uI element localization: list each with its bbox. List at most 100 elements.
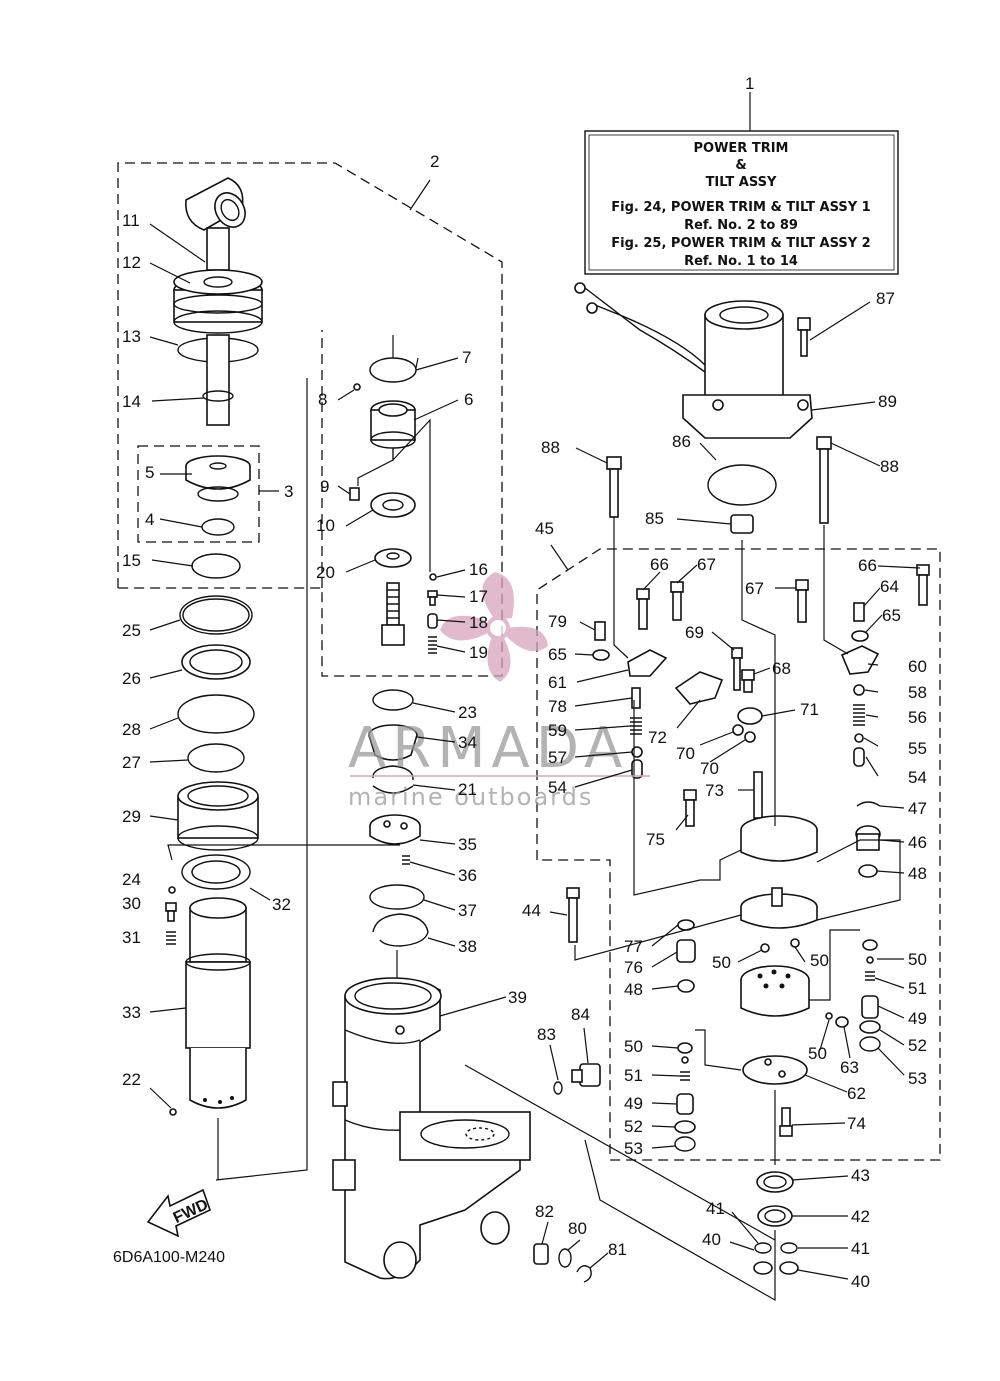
info-title-3: TILT ASSY bbox=[706, 175, 777, 190]
info-title-2: & bbox=[735, 158, 746, 173]
info-ref-1-range: Ref. No. 2 to 89 bbox=[684, 218, 798, 233]
callout-32: 32 bbox=[272, 895, 291, 914]
callout-9: 9 bbox=[320, 477, 329, 496]
callout-1: 1 bbox=[745, 74, 754, 93]
callout-50-a: 50 bbox=[712, 953, 731, 972]
callout-56: 56 bbox=[908, 708, 927, 727]
callout-33: 33 bbox=[122, 1003, 141, 1022]
callout-55: 55 bbox=[908, 739, 927, 758]
callout-73: 73 bbox=[705, 781, 724, 800]
info-ref-1: Fig. 24, POWER TRIM & TILT ASSY 1 bbox=[611, 200, 870, 215]
tilt-ram-parts bbox=[165, 177, 400, 1180]
callout-61: 61 bbox=[548, 673, 567, 692]
callout-11: 11 bbox=[122, 211, 140, 230]
info-box: POWER TRIM & TILT ASSY Fig. 24, POWER TR… bbox=[584, 92, 899, 275]
callout-27: 27 bbox=[122, 753, 141, 772]
propeller-logo-icon bbox=[440, 572, 548, 682]
info-title-1: POWER TRIM bbox=[694, 141, 789, 156]
callout-50-c: 50 bbox=[908, 950, 927, 969]
callout-53-right: 53 bbox=[908, 1069, 927, 1088]
callout-49-right: 49 bbox=[908, 1009, 927, 1028]
callout-26: 26 bbox=[122, 669, 141, 688]
callout-72: 72 bbox=[648, 728, 667, 747]
callout-8: 8 bbox=[318, 390, 327, 409]
callout-62: 62 bbox=[847, 1084, 866, 1103]
callout-25: 25 bbox=[122, 621, 141, 640]
callout-64: 64 bbox=[880, 577, 899, 596]
diagram-code: 6D6A100-M240 bbox=[113, 1249, 225, 1266]
callout-35: 35 bbox=[458, 835, 477, 854]
callout-54-left: 54 bbox=[548, 778, 567, 797]
callout-71: 71 bbox=[800, 700, 819, 719]
callout-23: 23 bbox=[458, 703, 477, 722]
callout-70-a: 70 bbox=[676, 744, 695, 763]
callout-30: 30 bbox=[122, 894, 141, 913]
callout-48-right: 48 bbox=[908, 864, 927, 883]
callout-79: 79 bbox=[548, 612, 567, 631]
callout-46: 46 bbox=[908, 833, 927, 852]
callout-65-right: 65 bbox=[882, 606, 901, 625]
callout-49-left: 49 bbox=[624, 1094, 643, 1113]
callout-42: 42 bbox=[851, 1207, 870, 1226]
callout-77: 77 bbox=[624, 937, 643, 956]
callout-labels: 1 2 3 4 5 6 7 8 9 10 11 12 13 14 15 16 1… bbox=[122, 74, 927, 1291]
callout-24: 24 bbox=[122, 870, 141, 889]
callout-80: 80 bbox=[568, 1219, 587, 1238]
callout-65-left: 65 bbox=[548, 645, 567, 664]
watermark: ARMADA marine outboards bbox=[348, 572, 650, 811]
callout-3: 3 bbox=[284, 482, 293, 501]
callout-75: 75 bbox=[646, 830, 665, 849]
callout-86: 86 bbox=[672, 432, 691, 451]
callout-66-left: 66 bbox=[650, 555, 669, 574]
callout-15: 15 bbox=[122, 551, 141, 570]
callout-82: 82 bbox=[535, 1202, 554, 1221]
callout-76: 76 bbox=[624, 958, 643, 977]
callout-22: 22 bbox=[122, 1070, 141, 1089]
callout-39: 39 bbox=[508, 988, 527, 1007]
callout-50-e: 50 bbox=[624, 1037, 643, 1056]
fwd-arrow: FWD bbox=[146, 1188, 211, 1238]
callout-83: 83 bbox=[537, 1025, 556, 1044]
callout-17: 17 bbox=[469, 587, 488, 606]
callout-85: 85 bbox=[645, 509, 664, 528]
callout-60: 60 bbox=[908, 657, 927, 676]
callout-10: 10 bbox=[316, 516, 335, 535]
housing-39 bbox=[332, 977, 531, 1280]
callout-70-b: 70 bbox=[700, 759, 719, 778]
callout-54-right: 54 bbox=[908, 768, 927, 787]
callout-43: 43 bbox=[851, 1166, 870, 1185]
watermark-tagline: marine outboards bbox=[348, 783, 593, 811]
trim-ram-parts bbox=[215, 335, 438, 1181]
callout-67-right: 67 bbox=[745, 579, 764, 598]
callout-7: 7 bbox=[462, 348, 471, 367]
callout-52-left: 52 bbox=[624, 1117, 643, 1136]
callout-5: 5 bbox=[145, 463, 154, 482]
callout-20: 20 bbox=[316, 563, 335, 582]
callout-67-left: 67 bbox=[697, 555, 716, 574]
callout-78: 78 bbox=[548, 697, 567, 716]
callout-51-left: 51 bbox=[624, 1066, 643, 1085]
callout-59: 59 bbox=[548, 721, 567, 740]
motor-and-valve-parts bbox=[464, 282, 930, 1302]
watermark-brand: ARMADA bbox=[348, 716, 628, 781]
callout-12: 12 bbox=[122, 253, 141, 272]
callout-16: 16 bbox=[469, 560, 488, 579]
callout-47: 47 bbox=[908, 799, 927, 818]
assembly-boundaries bbox=[117, 162, 941, 1161]
callout-81: 81 bbox=[608, 1240, 627, 1259]
callout-38: 38 bbox=[458, 937, 477, 956]
callout-29: 29 bbox=[122, 807, 141, 826]
callout-84: 84 bbox=[571, 1005, 590, 1024]
callout-40-right: 40 bbox=[851, 1272, 870, 1291]
callout-89: 89 bbox=[878, 392, 897, 411]
callout-88-right: 88 bbox=[880, 457, 899, 476]
leader-lines bbox=[149, 179, 921, 1280]
callout-18: 18 bbox=[469, 613, 488, 632]
callout-34: 34 bbox=[458, 733, 477, 752]
info-ref-2: Fig. 25, POWER TRIM & TILT ASSY 2 bbox=[611, 236, 870, 251]
callout-2: 2 bbox=[430, 152, 439, 171]
callout-4: 4 bbox=[145, 510, 154, 529]
callout-63: 63 bbox=[840, 1058, 859, 1077]
callout-40-left: 40 bbox=[702, 1230, 721, 1249]
callout-68: 68 bbox=[772, 659, 791, 678]
